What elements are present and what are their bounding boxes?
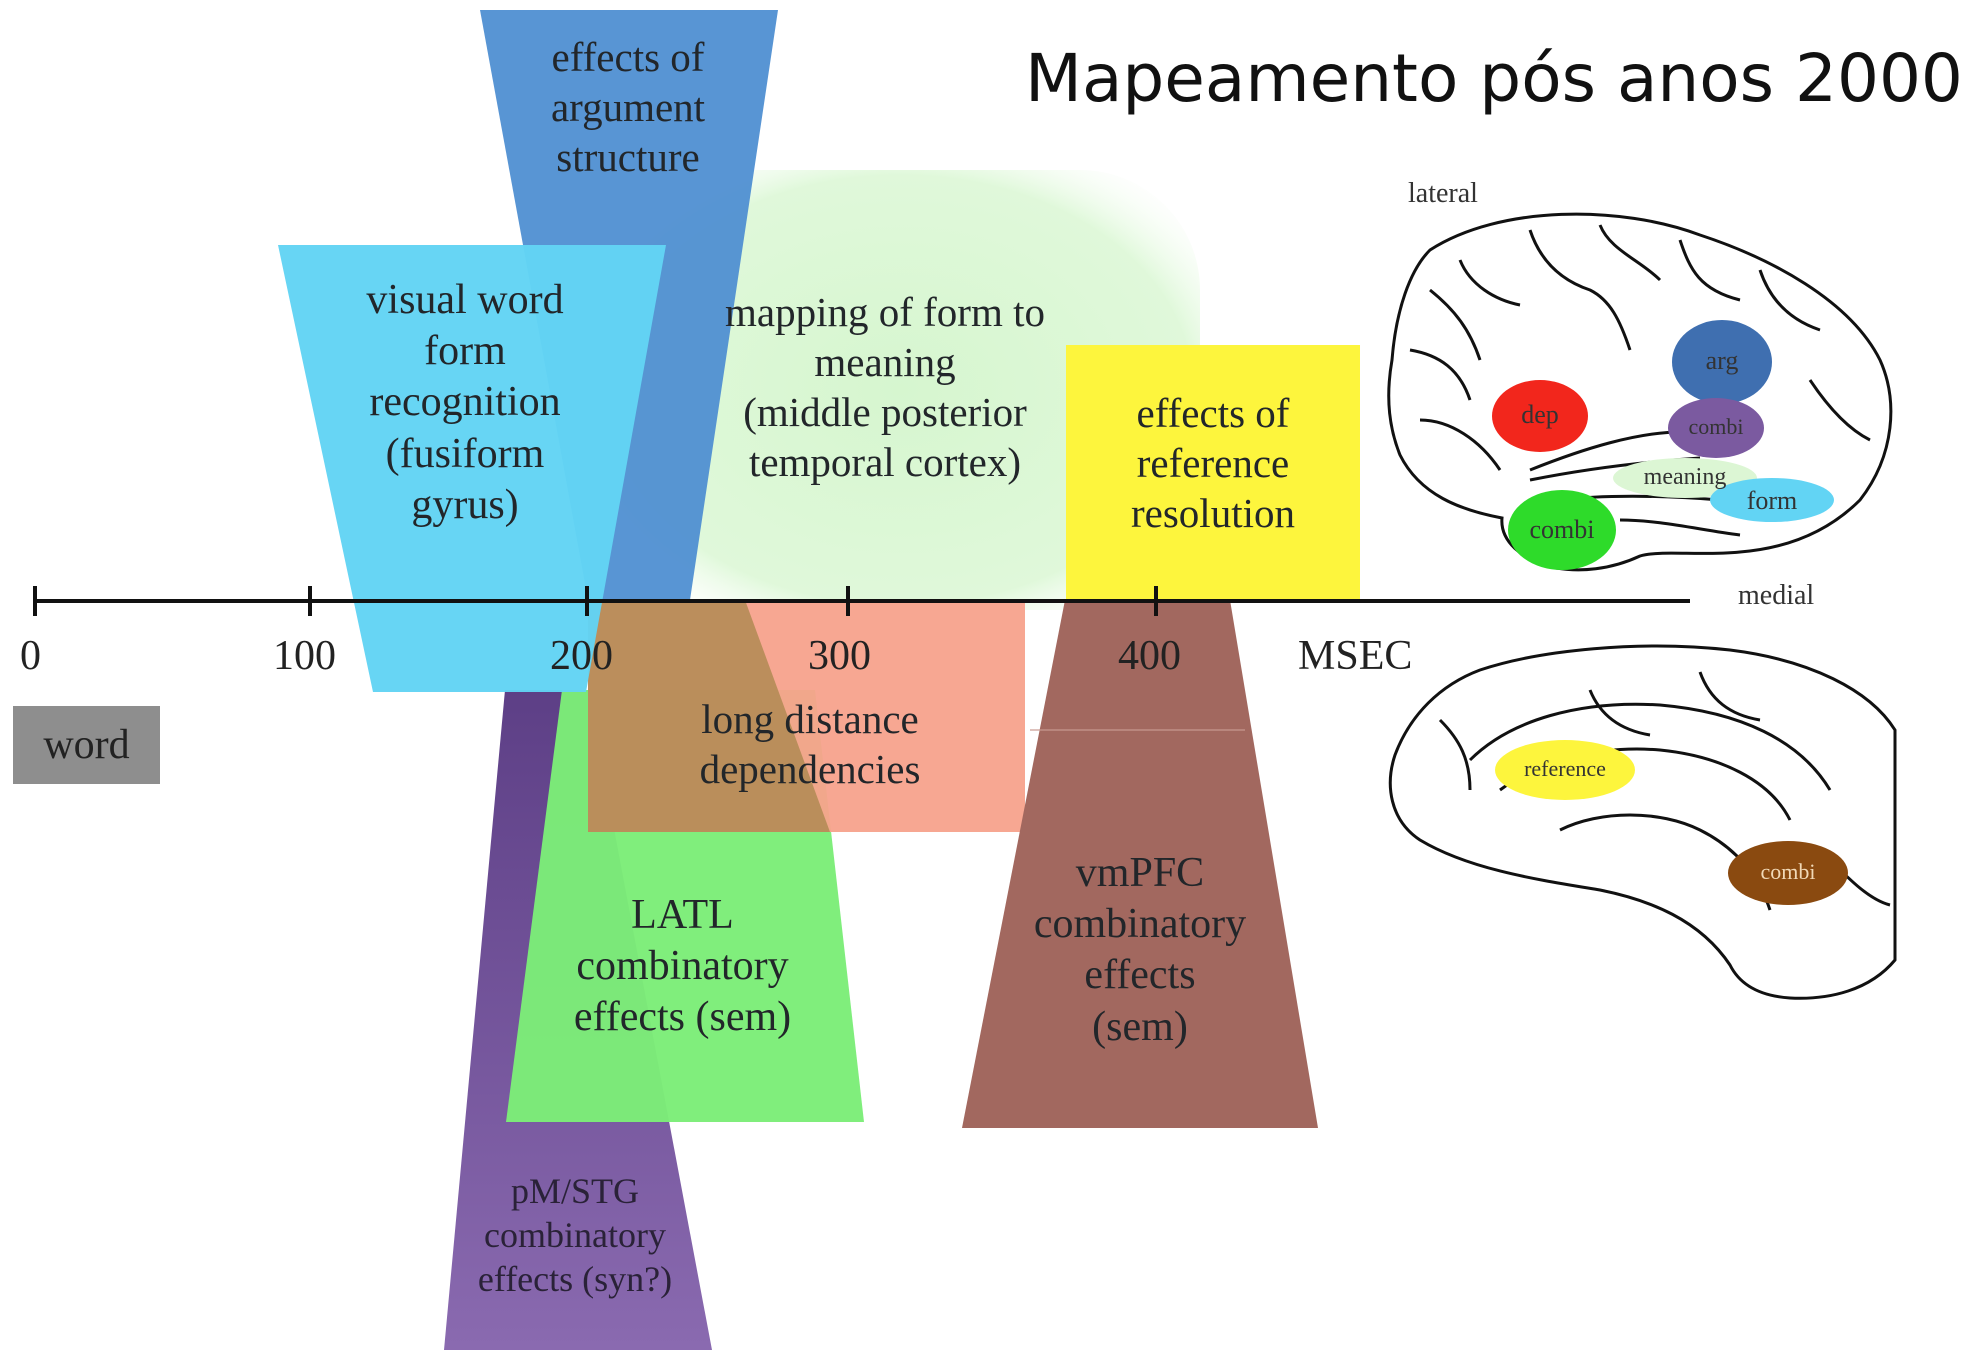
lateral-brain-drawing bbox=[1387, 212, 1893, 572]
tick-label-100: 100 bbox=[273, 633, 336, 679]
region-shapes bbox=[33, 10, 1897, 1350]
brain-region-form bbox=[1710, 478, 1834, 522]
region-vmpfc-label: vmPFC combinatory effects (sem) bbox=[1033, 850, 1247, 1050]
region-reference-label: effects of reference resolution bbox=[1131, 390, 1295, 537]
region-reference-shape bbox=[1066, 345, 1360, 600]
region-visual-word-shape bbox=[278, 245, 666, 692]
brain-label-meaning: meaning bbox=[1643, 464, 1727, 490]
region-long-distance-label: long distance dependencies bbox=[699, 696, 921, 793]
region-visual-word-label: visual word form recognition (fusiform g… bbox=[366, 277, 564, 528]
region-mapping-label: mapping of form to meaning (middle poste… bbox=[725, 289, 1045, 486]
brain-region-combi-upper bbox=[1668, 398, 1764, 458]
brain-region-combi-medial bbox=[1728, 841, 1848, 905]
brain-label-form: form bbox=[1746, 486, 1798, 515]
brain-label-combi-lower: combi bbox=[1529, 515, 1595, 544]
medial-brain-drawing bbox=[1388, 644, 1897, 1000]
brain-label-combi-medial: combi bbox=[1760, 859, 1816, 884]
word-marker-label: word bbox=[43, 722, 130, 768]
brain-medial-label: medial bbox=[1738, 580, 1815, 611]
tick-label-0: 0 bbox=[20, 633, 41, 679]
word-marker: word bbox=[13, 706, 160, 784]
region-overlap-shape bbox=[588, 600, 830, 832]
brain-region-dep bbox=[1492, 380, 1588, 452]
brain-label-arg: arg bbox=[1705, 346, 1739, 375]
region-latl-label: LATL combinatory effects (sem) bbox=[573, 892, 792, 1041]
tick-label-400: 400 bbox=[1118, 633, 1181, 679]
slide-title: Mapeamento pós anos 2000 bbox=[1025, 40, 1963, 117]
diagram-stage: effects of argument structure visual wor… bbox=[13, 10, 1963, 1350]
brain-label-dep: dep bbox=[1521, 400, 1559, 429]
region-mapping-shape bbox=[600, 170, 1200, 610]
axis-unit-label: MSEC bbox=[1298, 633, 1413, 679]
brain-label-combi-upper: combi bbox=[1688, 414, 1744, 439]
brain-region-combi-lower bbox=[1508, 490, 1616, 570]
brain-lateral-label: lateral bbox=[1408, 178, 1478, 209]
region-pmstg-label: pM/STG combinatory effects (syn?) bbox=[477, 1171, 673, 1299]
brain-region-reference bbox=[1495, 740, 1635, 800]
region-vmpfc-shape bbox=[962, 600, 1318, 1128]
region-argument-label: effects of argument structure bbox=[550, 34, 706, 181]
tick-label-200: 200 bbox=[550, 633, 613, 679]
tick-label-300: 300 bbox=[808, 633, 871, 679]
brain-label-reference: reference bbox=[1524, 756, 1606, 781]
brain-region-arg bbox=[1672, 320, 1772, 404]
